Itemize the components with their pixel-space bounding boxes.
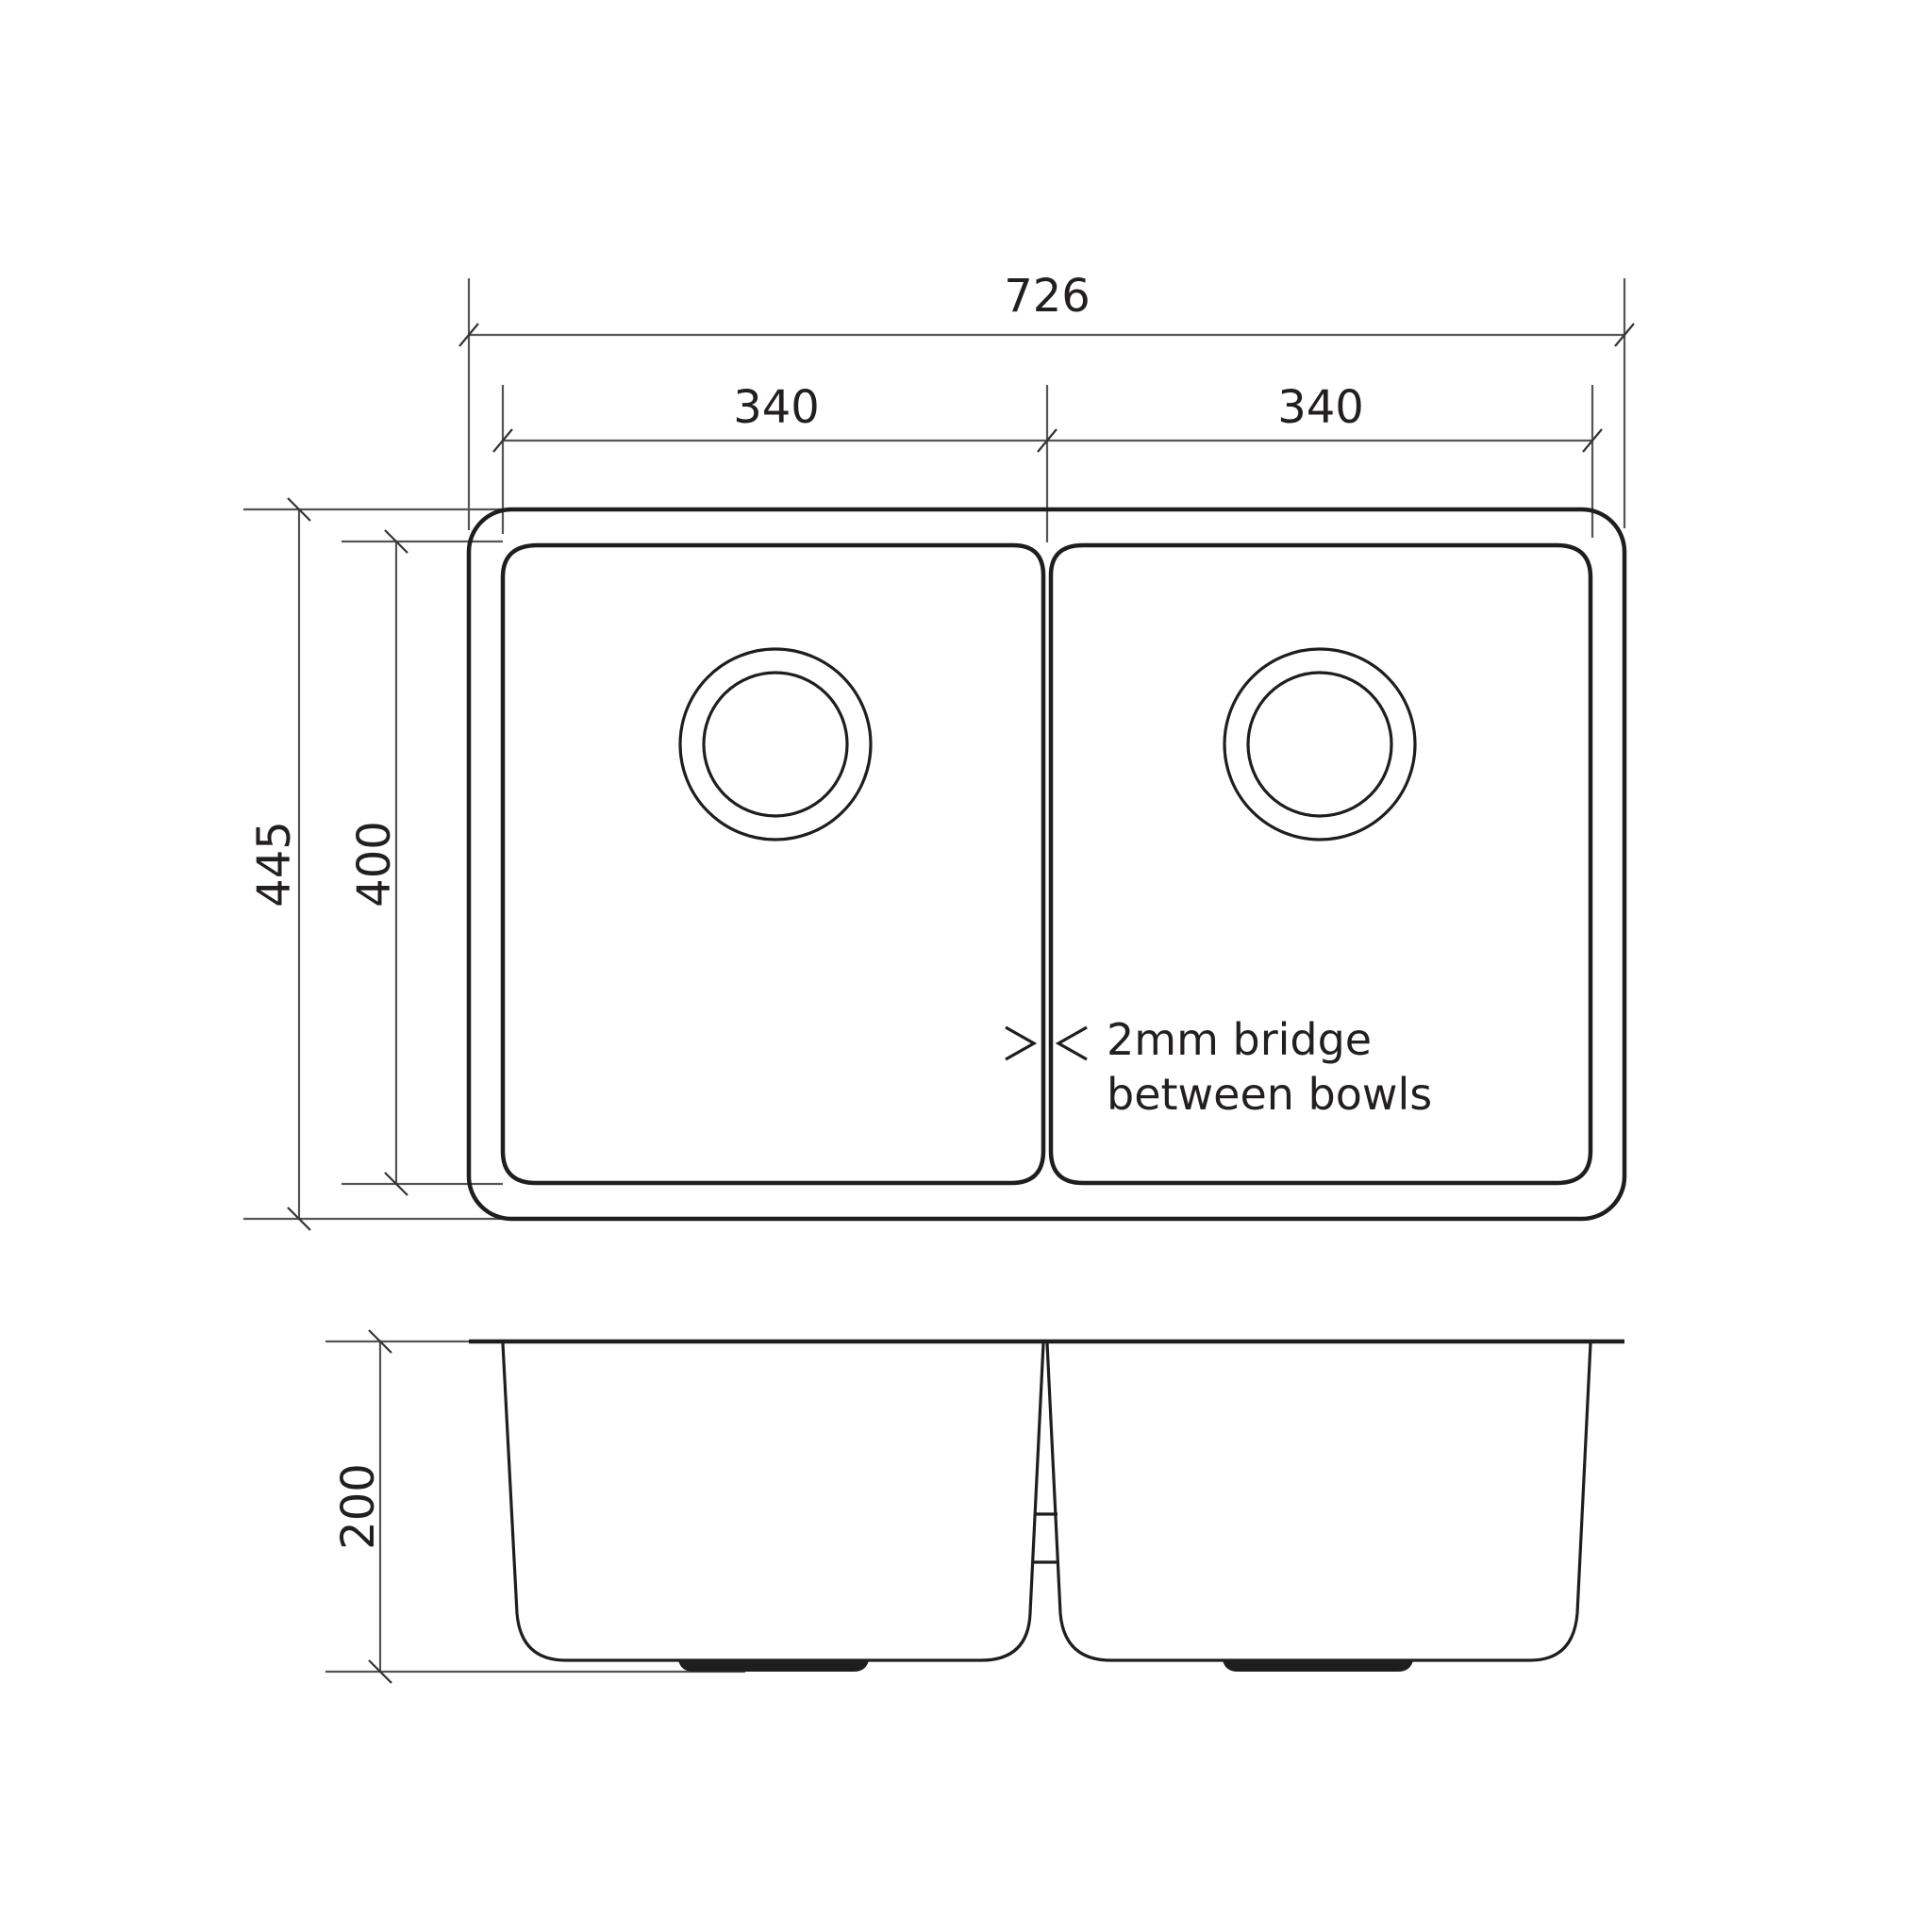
left-bowl-width-label: 340 <box>733 381 820 434</box>
right-drain-icon <box>1223 647 1417 841</box>
overall-depth-label: 445 <box>248 821 301 908</box>
right-waste-outlet <box>1223 1660 1413 1672</box>
arrow-left-icon <box>1055 1025 1088 1061</box>
left-drain-icon <box>678 647 873 841</box>
right-bowl-outline <box>1048 542 1593 1186</box>
sink-outer-rim <box>466 507 1627 1222</box>
right-bowl-width-label: 340 <box>1277 381 1364 434</box>
bowl-depth-label: 400 <box>348 821 401 908</box>
plan-view: 2mm bridge between bowls <box>466 507 1627 1222</box>
bowl-width-dimensions: 340 340 <box>492 381 1603 542</box>
right-bowl-profile <box>1045 1342 1592 1662</box>
left-bowl-outline <box>500 542 1046 1186</box>
bowl-height-label: 200 <box>332 1463 385 1550</box>
bridge-note-line2: between bowls <box>1107 1069 1432 1120</box>
left-waste-outlet <box>678 1660 869 1672</box>
arrow-right-icon <box>1005 1025 1038 1061</box>
bridge-note-line1: 2mm bridge <box>1107 1014 1372 1065</box>
overall-width-label: 726 <box>1004 270 1091 323</box>
side-height-dimension: 200 <box>325 1329 745 1684</box>
side-view <box>469 1339 1624 1672</box>
bridge-annotation: 2mm bridge between bowls <box>1005 1014 1432 1120</box>
left-bowl-profile <box>501 1342 1045 1662</box>
overall-depth-dimension: 445 <box>243 497 503 1231</box>
bowl-depth-dimension: 400 <box>341 529 503 1196</box>
overall-width-dimension: 726 <box>458 270 1635 530</box>
